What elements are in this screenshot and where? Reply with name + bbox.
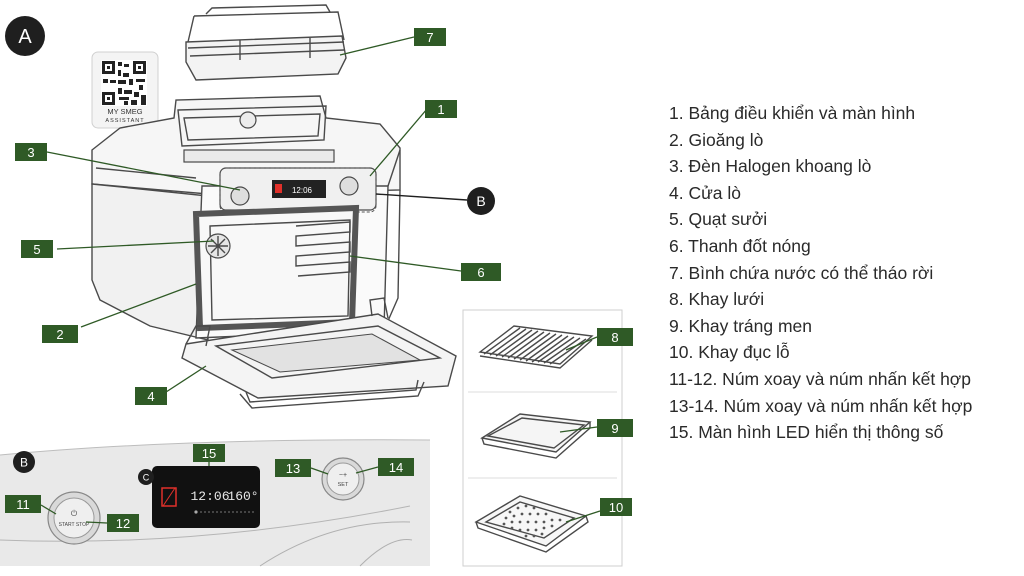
set-text: SET xyxy=(338,482,349,488)
svg-text:15: 15 xyxy=(202,446,216,461)
marker-c: C xyxy=(138,469,154,485)
legend-item: 6. Thanh đốt nóng xyxy=(669,235,811,256)
svg-text:8: 8 xyxy=(611,330,618,345)
svg-text:14: 14 xyxy=(389,460,403,475)
led-display: 12:06 160° xyxy=(152,466,260,528)
marker-b-detail: B xyxy=(13,451,35,473)
svg-text:A: A xyxy=(18,26,32,48)
tag-7: 7 xyxy=(414,28,446,46)
tag-6: 6 xyxy=(461,263,501,281)
svg-text:7: 7 xyxy=(426,30,433,45)
tag-13: 13 xyxy=(275,459,311,477)
tag-5: 5 xyxy=(21,240,53,258)
svg-text:13: 13 xyxy=(286,461,300,476)
display-temp: 160° xyxy=(227,489,258,504)
legend-item: 10. Khay đục lỗ xyxy=(669,342,790,363)
parts-legend: 1. Bảng điều khiển và màn hình 2. Gioăng… xyxy=(669,100,972,446)
marker-b-leader xyxy=(375,193,468,201)
svg-text:3: 3 xyxy=(27,145,34,160)
legend-item: 9. Khay tráng men xyxy=(669,315,812,336)
svg-text:4: 4 xyxy=(147,389,154,404)
tag-8: 8 xyxy=(597,328,633,346)
qr-card: MY SMEG ASSISTANT xyxy=(91,51,159,129)
legend-item: 11-12. Núm xoay và núm nhấn kết hợp xyxy=(669,368,972,389)
tag-9: 9 xyxy=(597,419,633,437)
svg-text:B: B xyxy=(476,193,485,209)
start-stop-knob: ⏻ START STOP xyxy=(47,491,101,545)
leader-lines xyxy=(40,36,601,524)
tag-11: 11 xyxy=(5,495,41,513)
tag-12: 12 xyxy=(107,514,139,532)
water-tank xyxy=(185,4,347,81)
heating-element xyxy=(295,221,351,277)
control-panel-detail: ⏻ START STOP 12:06 160° −+ SET B C xyxy=(0,439,431,567)
svg-text:5: 5 xyxy=(33,242,40,257)
oven-body: 12:06 xyxy=(91,95,401,341)
legend-item: 8. Khay lưới xyxy=(669,289,765,310)
svg-text:B: B xyxy=(20,456,28,470)
tag-14: 14 xyxy=(378,458,414,476)
set-knob: −+ SET xyxy=(321,457,365,501)
tag-4: 4 xyxy=(135,387,167,405)
wire-rack-icon xyxy=(478,325,594,369)
legend-item: 3. Đèn Halogen khoang lò xyxy=(669,156,872,177)
svg-text:2: 2 xyxy=(56,327,63,342)
svg-text:12: 12 xyxy=(116,516,130,531)
enamel-tray-icon xyxy=(480,413,592,459)
legend-item: 15. Màn hình LED hiển thị thông số xyxy=(669,422,944,443)
tag-1: 1 xyxy=(425,100,457,118)
display-time: 12:06 xyxy=(190,489,229,504)
qr-caption-line2: ASSISTANT xyxy=(105,118,144,124)
svg-text:9: 9 xyxy=(611,421,618,436)
svg-text:C: C xyxy=(143,473,150,483)
legend-item: 13-14. Núm xoay và núm nhấn kết hợp xyxy=(669,395,973,416)
qr-code-icon xyxy=(101,60,147,106)
minus-plus-icon: −+ xyxy=(339,472,347,479)
legend-item: 4. Cửa lò xyxy=(669,182,742,203)
legend-item: 1. Bảng điều khiển và màn hình xyxy=(669,103,916,123)
legend-item: 5. Quạt sưởi xyxy=(669,209,768,230)
tag-10: 10 xyxy=(600,498,632,516)
tag-2: 2 xyxy=(42,325,78,343)
fan-icon xyxy=(205,233,231,259)
svg-text:1: 1 xyxy=(437,102,444,117)
qr-caption-line1: MY SMEG xyxy=(107,107,142,116)
marker-b: B xyxy=(467,187,495,215)
start-stop-text: START STOP xyxy=(59,522,90,528)
legend-item: 7. Bình chứa nước có thể tháo rời xyxy=(669,262,934,283)
svg-text:10: 10 xyxy=(609,500,623,515)
marker-a: A xyxy=(5,16,45,56)
svg-text:6: 6 xyxy=(477,265,484,280)
legend-item: 2. Gioăng lò xyxy=(669,129,764,150)
tag-3: 3 xyxy=(15,143,47,161)
tag-15: 15 xyxy=(193,444,225,462)
svg-text:11: 11 xyxy=(16,497,30,512)
power-icon: ⏻ xyxy=(71,509,78,518)
perforated-tray-icon xyxy=(474,495,589,553)
mini-display-text: 12:06 xyxy=(292,186,313,195)
oven-door xyxy=(181,297,457,409)
